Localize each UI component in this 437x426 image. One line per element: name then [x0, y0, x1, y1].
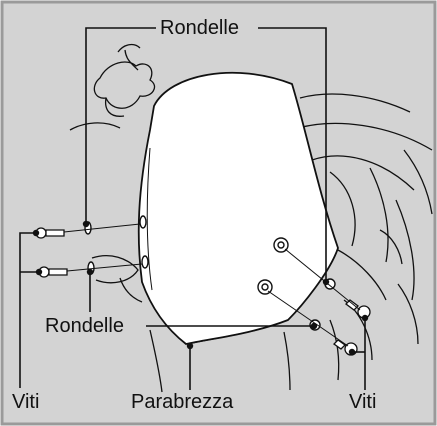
mounting-hole-inner — [262, 284, 268, 290]
label-parabrezza: Parabrezza — [131, 391, 233, 413]
screw — [39, 267, 67, 277]
screw — [36, 228, 64, 238]
label-viti-left: Viti — [12, 391, 39, 413]
mounting-hole — [142, 256, 148, 268]
mounting-hole-inner — [278, 242, 284, 248]
label-viti-right: Viti — [349, 391, 376, 413]
mounting-hole — [140, 216, 146, 228]
label-rondelle-top: Rondelle — [156, 17, 243, 39]
label-rondelle-mid: Rondelle — [41, 315, 128, 337]
